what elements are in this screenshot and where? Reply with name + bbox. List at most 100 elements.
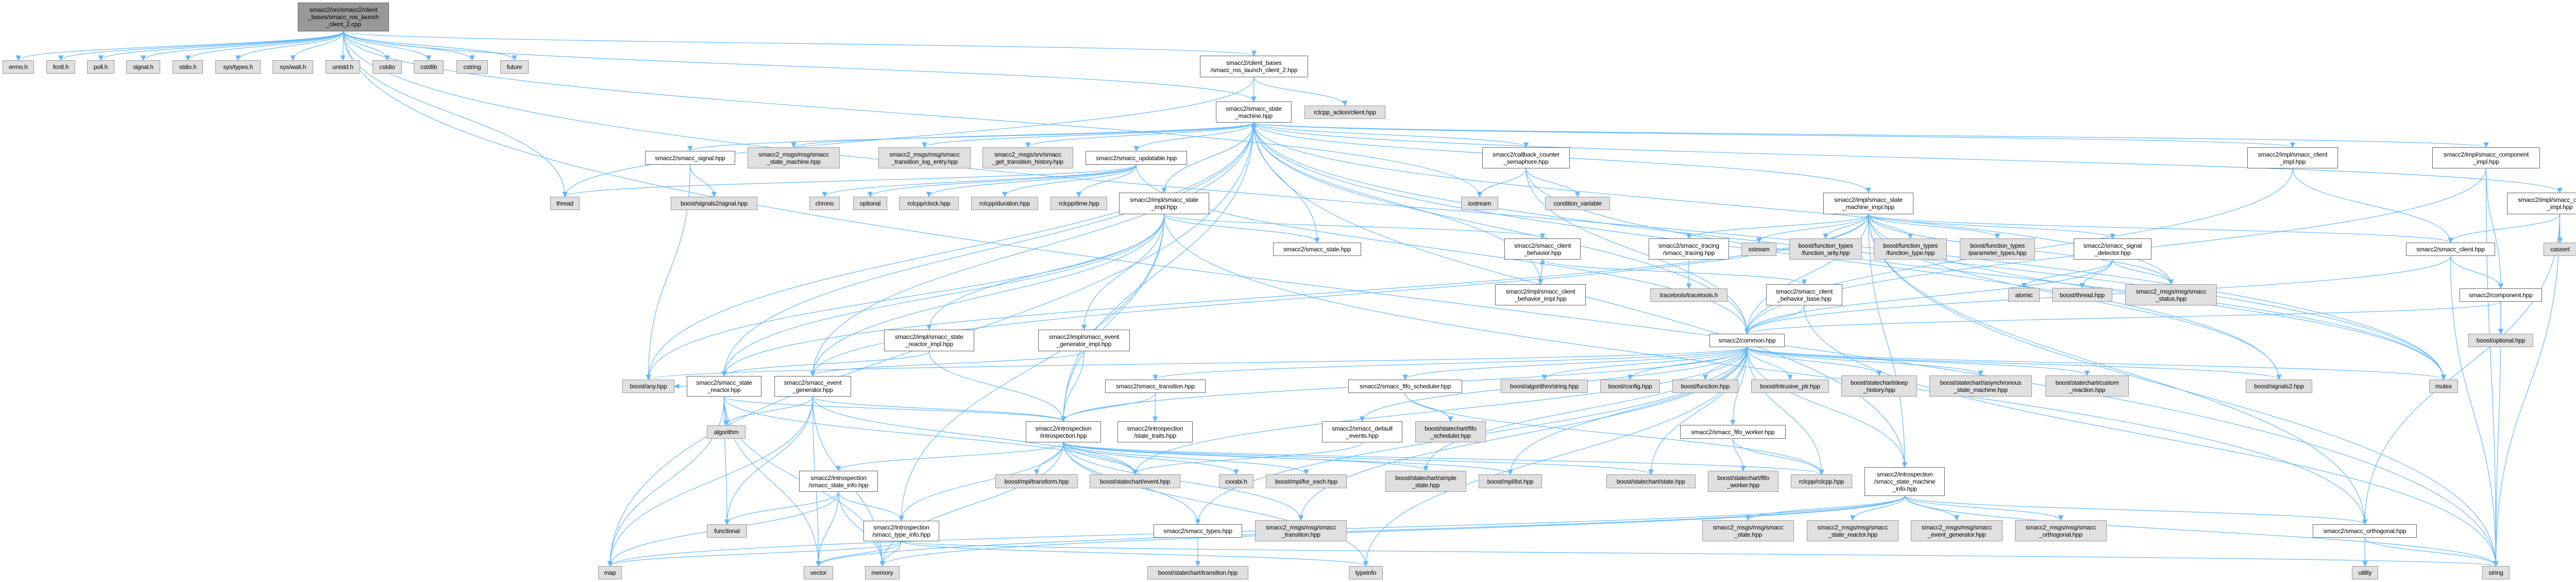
graph-node-cbsem[interactable]: smacc2/callback_counter _semaphore.hpp — [1482, 147, 1570, 168]
graph-node-string[interactable]: string — [2482, 566, 2510, 579]
graph-node-mpl-list[interactable]: boost/mpl/list.hpp — [1479, 474, 1542, 488]
graph-node-state-traits[interactable]: smacc2/introspection /state_traits.hpp — [1117, 421, 1193, 442]
graph-node-rclcpp-action[interactable]: rclcpp_action/client.hpp — [1304, 106, 1385, 119]
graph-node-msg-eg[interactable]: smacc2_msgs/msg/smacc _event_generator.h… — [1911, 520, 2003, 541]
graph-node-sc-fifo-sched[interactable]: boost/statechart/fifo _scheduler.hpp — [1415, 421, 1486, 442]
graph-node-simple-state[interactable]: boost/statechart/simple _state.hpp — [1385, 471, 1466, 492]
graph-node-client-hpp[interactable]: smacc2/smacc_client.hpp — [2406, 243, 2495, 256]
graph-node-srv-gth[interactable]: smacc2_msgs/srv/smacc _get_transition_hi… — [982, 147, 1073, 168]
graph-node-poll[interactable]: poll.h — [87, 60, 114, 74]
graph-node-custom-reaction[interactable]: boost/statechart/custom _reaction.hpp — [2045, 375, 2129, 397]
graph-node-orthogonal[interactable]: smacc2/smacc_orthogonal.hpp — [2313, 524, 2417, 538]
graph-node-signals2-signal[interactable]: boost/signals2/signal.hpp — [671, 197, 757, 210]
graph-node-mpl-transform[interactable]: boost/mpl/transform.hpp — [995, 474, 1078, 488]
graph-node-condvar[interactable]: condition_variable — [1545, 197, 1610, 210]
graph-node-common[interactable]: smacc2/common.hpp — [1709, 334, 1785, 347]
graph-node-boost-thread[interactable]: boost/thread.hpp — [2052, 288, 2112, 302]
graph-node-msg-orth[interactable]: smacc2_msgs/msg/smacc _orthogonal.hpp — [2015, 520, 2107, 541]
graph-node-functional[interactable]: functional — [707, 524, 747, 538]
graph-node-errno[interactable]: errno.h — [3, 60, 34, 74]
graph-node-ftype[interactable]: boost/function_types /function_type.hpp — [1874, 238, 1947, 260]
graph-node-signals2[interactable]: boost/signals2.hpp — [2246, 380, 2312, 393]
graph-node-event-gen-impl[interactable]: smacc2/impl/smacc_event _generator_impl.… — [1038, 330, 1130, 351]
graph-node-cxxabi[interactable]: cxxabi.h — [1219, 474, 1253, 488]
graph-node-sm-impl[interactable]: smacc2/impl/smacc_state _machine_impl.hp… — [1823, 193, 1913, 214]
graph-node-atomic[interactable]: atomic — [2008, 288, 2040, 302]
graph-node-rclcpp[interactable]: rclcpp/rclcpp.hpp — [1791, 474, 1852, 488]
graph-node-algorithm[interactable]: algorithm — [707, 425, 745, 439]
graph-node-msg-sm[interactable]: smacc2_msgs/msg/smacc _state_machine.hpp — [748, 147, 840, 168]
graph-node-client-impl[interactable]: smacc2/impl/smacc_client _impl.hpp — [2247, 147, 2338, 168]
graph-node-client-behavior-base[interactable]: smacc2/smacc_client _behavior_base.hpp — [1766, 284, 1842, 305]
graph-node-cassert[interactable]: cassert — [2544, 243, 2576, 256]
graph-node-signal-h[interactable]: signal.h — [126, 60, 160, 74]
graph-node-smacc-status[interactable]: smacc2_msgs/msg/smacc _status.hpp — [2125, 284, 2217, 305]
graph-node-algo-string[interactable]: boost/algorithm/string.hpp — [1501, 380, 1588, 393]
graph-node-vector[interactable]: vector — [804, 566, 833, 579]
graph-node-typeinfo[interactable]: typeinfo — [1349, 566, 1383, 579]
graph-node-component-impl[interactable]: smacc2/impl/smacc_component _impl.hpp — [2432, 147, 2540, 168]
graph-node-map[interactable]: map — [598, 566, 622, 579]
graph-node-state-hpp[interactable]: smacc2/smacc_state.hpp — [1273, 243, 1361, 256]
graph-node-sm[interactable]: smacc2/smacc_state _machine.hpp — [1216, 101, 1292, 123]
graph-node-sc-transition[interactable]: boost/statechart/transition.hpp — [1147, 566, 1248, 579]
graph-node-signal-hpp[interactable]: smacc2/smacc_signal.hpp — [645, 151, 735, 165]
graph-node-tracetools[interactable]: tracetools/tracetools.h — [1650, 288, 1727, 302]
graph-node-for-each[interactable]: boost/mpl/for_each.hpp — [1266, 474, 1347, 488]
graph-node-cstring[interactable]: cstring — [456, 60, 488, 74]
graph-node-fifo-sched[interactable]: smacc2/smacc_fifo_scheduler.hpp — [1348, 380, 1462, 393]
graph-node-sstream[interactable]: sstream — [1741, 243, 1776, 256]
graph-node-state-info[interactable]: smacc2/introspection /smacc_state_info.h… — [799, 471, 878, 492]
graph-node-tracing[interactable]: smacc2/smacc_tracing /smacc_tracing.hpp — [1649, 238, 1729, 260]
graph-node-msg-sr[interactable]: smacc2_msgs/msg/smacc _state_reactor.hpp — [1807, 520, 1899, 541]
graph-node-sminfo[interactable]: smacc2/introspection /smacc_state_machin… — [1865, 467, 1945, 496]
graph-node-intro[interactable]: smacc2/introspection /introspection.hpp — [1026, 421, 1101, 442]
graph-node-systypes[interactable]: sys/types.h — [215, 60, 261, 74]
graph-node-chrono[interactable]: chrono — [809, 197, 840, 210]
graph-node-boost-any[interactable]: boost/any.hpp — [622, 380, 674, 393]
graph-node-config[interactable]: boost/config.hpp — [1600, 380, 1660, 393]
graph-node-time[interactable]: rclcpp/time.hpp — [1050, 197, 1107, 210]
graph-node-unistd[interactable]: unistd.h — [326, 60, 360, 74]
graph-node-orthogonal-impl[interactable]: smacc2/impl/smacc_orthogonal _impl.hpp — [2507, 193, 2576, 214]
graph-node-duration[interactable]: rclcpp/duration.hpp — [971, 197, 1038, 210]
graph-node-bfunction[interactable]: boost/function.hpp — [1672, 380, 1738, 393]
graph-node-stdio-h[interactable]: stdio.h — [173, 60, 203, 74]
graph-node-component[interactable]: smacc2/component.hpp — [2460, 288, 2542, 302]
graph-node-fifo-worker[interactable]: smacc2/smacc_fifo_worker.hpp — [1680, 425, 1786, 439]
graph-node-event[interactable]: boost/statechart/event.hpp — [1090, 474, 1180, 488]
graph-node-client-behavior[interactable]: smacc2/smacc_client _behavior.hpp — [1504, 238, 1581, 260]
graph-node-intrusive[interactable]: boost/intrusive_ptr.hpp — [1751, 380, 1829, 393]
graph-node-state-reactor[interactable]: smacc2/smacc_state _reactor.hpp — [687, 376, 761, 397]
graph-node-sc-fifo-worker[interactable]: boost/statechart/fifo _worker.hpp — [1708, 471, 1778, 492]
graph-node-client-behavior-impl[interactable]: smacc2/impl/smacc_client _behavior_impl.… — [1495, 284, 1586, 305]
graph-node-state-reactor-impl[interactable]: smacc2/impl/smacc_state _reactor_impl.hp… — [884, 330, 974, 351]
graph-node-iostream[interactable]: iostream — [1461, 197, 1498, 210]
graph-node-future[interactable]: future — [500, 60, 529, 74]
graph-node-transition[interactable]: smacc2/smacc_transition.hpp — [1105, 380, 1206, 393]
graph-node-default-events[interactable]: smacc2/smacc_default _events.hpp — [1322, 421, 1402, 442]
graph-node-syswait[interactable]: sys/wait.h — [273, 60, 313, 74]
graph-node-mutex[interactable]: mutex — [2429, 380, 2458, 393]
graph-node-msg-transition[interactable]: smacc2_msgs/msg/smacc _transition.hpp — [1255, 520, 1347, 541]
graph-node-smacc-types[interactable]: smacc2/smacc_types.hpp — [1154, 524, 1242, 538]
graph-node-fcntl[interactable]: fcntl.h — [46, 60, 75, 74]
graph-node-memory[interactable]: memory — [865, 566, 900, 579]
graph-node-updatable[interactable]: smacc2/smacc_updatable.hpp — [1086, 151, 1187, 165]
graph-node-state-impl[interactable]: smacc2/impl/smacc_state _impl.hpp — [1119, 193, 1209, 214]
graph-node-async-sm[interactable]: boost/statechart/asynchronous _state_mac… — [1929, 375, 2032, 397]
graph-node-ptypes[interactable]: boost/function_types /parameter_types.hp… — [1960, 238, 2035, 260]
graph-node-msg-state[interactable]: smacc2_msgs/msg/smacc _state.hpp — [1702, 520, 1794, 541]
graph-node-deep-history[interactable]: boost/statechart/deep _history.hpp — [1841, 375, 1917, 397]
graph-node-type-info[interactable]: smacc2/introspection /smacc_type_info.hp… — [863, 521, 939, 541]
graph-node-msg-tle[interactable]: smacc2_msgs/msg/smacc _transition_log_en… — [878, 147, 971, 168]
graph-node-clientbases[interactable]: smacc2/client_bases /smacc_ros_launch_cl… — [1200, 56, 1308, 77]
graph-node-signal-detector[interactable]: smacc2/smacc_signal _detector.hpp — [2074, 238, 2151, 260]
graph-node-optional[interactable]: optional — [853, 197, 887, 210]
graph-node-cstdlib[interactable]: cstdlib — [414, 60, 444, 74]
graph-node-utility[interactable]: utility — [2352, 566, 2378, 579]
graph-node-farity[interactable]: boost/function_types /function_arity.hpp — [1789, 238, 1862, 260]
graph-node-cstdio[interactable]: cstdio — [372, 60, 402, 74]
graph-node-event-gen[interactable]: smacc2/smacc_event _generator.hpp — [774, 376, 851, 397]
graph-node-clock[interactable]: rclcpp/clock.hpp — [899, 197, 959, 210]
